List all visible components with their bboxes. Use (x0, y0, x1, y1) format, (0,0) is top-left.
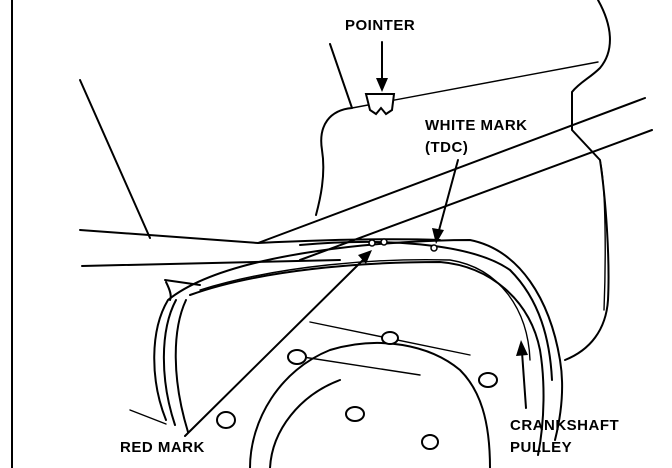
red-mark-leader (184, 250, 372, 437)
red-mark (368, 239, 376, 247)
pulley-hub-inner (269, 379, 341, 468)
pulley-hole (345, 406, 365, 422)
red-mark-tick (380, 238, 388, 246)
pointer-leader (376, 41, 388, 92)
red-mark-label: RED MARK (120, 439, 205, 456)
pointer-label: POINTER (345, 17, 415, 34)
pulley-hole (478, 372, 498, 388)
crankshaft-label: CRANKSHAFT (510, 417, 619, 434)
left-diagonal-line (79, 79, 151, 239)
pulley-shoulder (164, 279, 201, 286)
white-mark (430, 244, 438, 252)
pulley-groove (199, 258, 531, 361)
pulley-middle-rim (162, 240, 553, 426)
housing-side-edge (599, 159, 606, 311)
pulley-hub (249, 341, 491, 468)
pulley-outer-rim (153, 239, 564, 441)
bar-top (79, 229, 441, 244)
pulley-hole (421, 434, 439, 450)
pulley-hole (287, 349, 307, 365)
white-mark-label: WHITE MARK (425, 117, 528, 134)
belt-cover-lower (299, 129, 653, 261)
bar-bottom (81, 259, 341, 267)
pulley-hole (216, 411, 236, 429)
pointer-bracket (364, 93, 396, 116)
belt-cover-upper (257, 97, 646, 244)
crankshaft-leader (516, 340, 528, 409)
pulley-spoke-line-2 (289, 354, 421, 376)
pulley-left-edge (165, 281, 172, 301)
pulley-hole (381, 331, 399, 345)
pulley-label: PULLEY (510, 439, 572, 456)
white-mark-leader (432, 159, 459, 244)
white-mark-tdc-label: (TDC) (425, 139, 468, 156)
housing-upper-edge (315, 43, 353, 216)
left-curve-stub (129, 409, 167, 425)
pulley-inner-rim (174, 261, 545, 456)
